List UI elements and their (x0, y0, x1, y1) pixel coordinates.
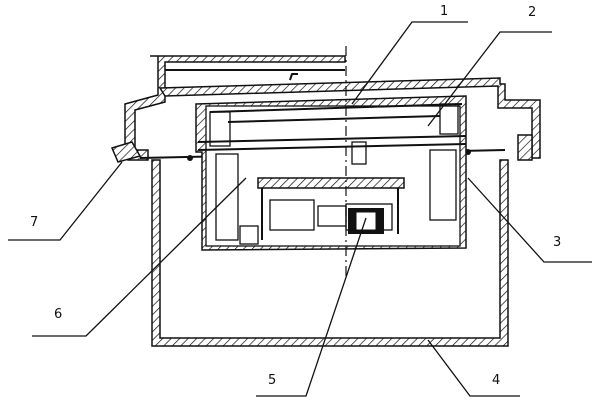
label-4: 4 (492, 373, 500, 388)
internal-components (215, 141, 457, 245)
hook-detail (289, 73, 298, 81)
inner-case (195, 95, 467, 251)
outer-housing (151, 159, 509, 347)
leader-lines (8, 21, 592, 397)
sensor-chip (348, 208, 384, 234)
label-6: 6 (54, 307, 62, 322)
label-1: 1 (440, 4, 448, 19)
label-2: 2 (528, 5, 536, 20)
label-3: 3 (553, 235, 561, 250)
label-5: 5 (268, 373, 276, 388)
label-7: 7 (30, 215, 38, 230)
